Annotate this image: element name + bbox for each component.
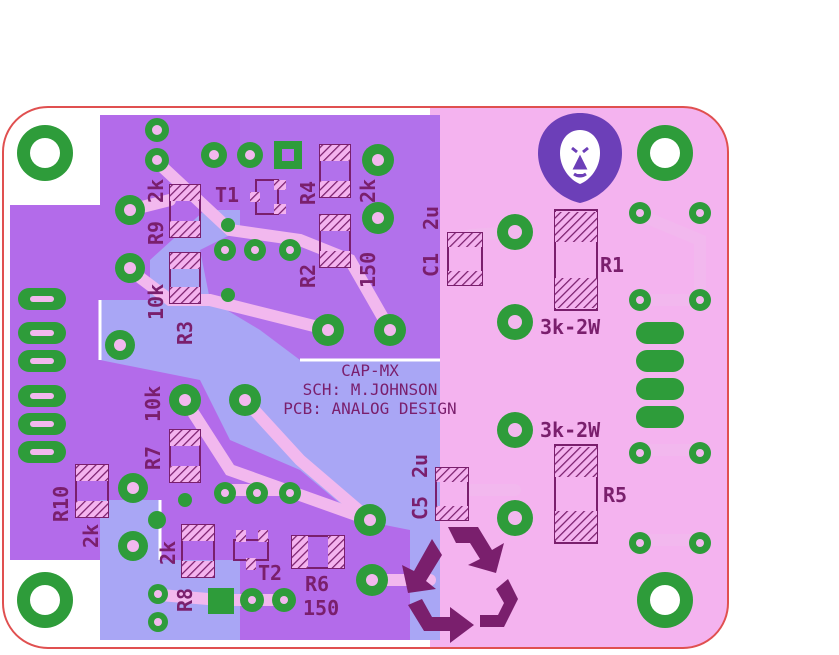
lion-head-icon	[538, 113, 622, 203]
label-c1: C1	[419, 253, 443, 277]
pcb-author: PCB: ANALOG DESIGN	[283, 399, 456, 418]
value-r9: 2k	[144, 179, 168, 203]
label-r6: R6	[305, 572, 329, 596]
value-r6: 150	[303, 596, 339, 620]
recycle-icon	[402, 527, 518, 643]
r6-part	[291, 535, 345, 569]
label-t2: T2	[258, 561, 282, 585]
label-r5: R5	[603, 483, 627, 507]
c1-part	[447, 232, 483, 286]
r3-part	[169, 252, 201, 304]
r10-part	[75, 464, 109, 518]
value-r7: 10k	[141, 386, 165, 422]
label-r3: R3	[173, 321, 197, 345]
label-r1: R1	[600, 253, 624, 277]
value-c1: 2u	[419, 206, 443, 230]
value-r1: 3k-2W	[540, 315, 601, 339]
schematic-author: SCH: M.JOHNSON	[303, 380, 438, 399]
label-t1: T1	[215, 183, 239, 207]
t1-part	[250, 179, 286, 215]
label-r2: R2	[296, 264, 320, 288]
value-r10: 2k	[79, 524, 103, 548]
mounting-holes	[17, 125, 693, 628]
value-r5: 3k-2W	[540, 418, 601, 442]
label-r7: R7	[141, 446, 165, 470]
value-r2: 150	[356, 252, 380, 288]
label-r4: R4	[296, 181, 320, 205]
r1-part	[554, 209, 598, 311]
trace-outlines	[98, 300, 440, 560]
r5-part	[554, 444, 598, 544]
smd-components	[75, 144, 598, 578]
r2-part	[319, 214, 351, 268]
connector-left	[18, 288, 66, 463]
pad-holes	[114, 125, 704, 626]
value-c5: 2u	[408, 454, 432, 478]
board-outline	[2, 106, 729, 649]
c5-part	[435, 467, 469, 521]
label-r8: R8	[173, 588, 197, 612]
r9-part	[169, 184, 201, 238]
value-r3: 10k	[144, 284, 168, 320]
value-r8: 2k	[156, 541, 180, 565]
label-r10: R10	[49, 486, 73, 522]
value-r4: 2k	[356, 179, 380, 203]
silkscreen-labels: R1 3k-2W 3k-2W R5 T1 T2 R6 150 R9 2k R3 …	[49, 179, 627, 620]
label-c5: C5	[408, 496, 432, 520]
top-copper-pour-left	[10, 115, 410, 640]
label-r9: R9	[144, 221, 168, 245]
t2-part	[233, 530, 269, 570]
r8-part	[181, 524, 215, 578]
r4-part	[319, 144, 351, 198]
r7-part	[169, 429, 201, 483]
connector-right	[636, 322, 684, 428]
board-name: CAP-MX	[341, 361, 399, 380]
